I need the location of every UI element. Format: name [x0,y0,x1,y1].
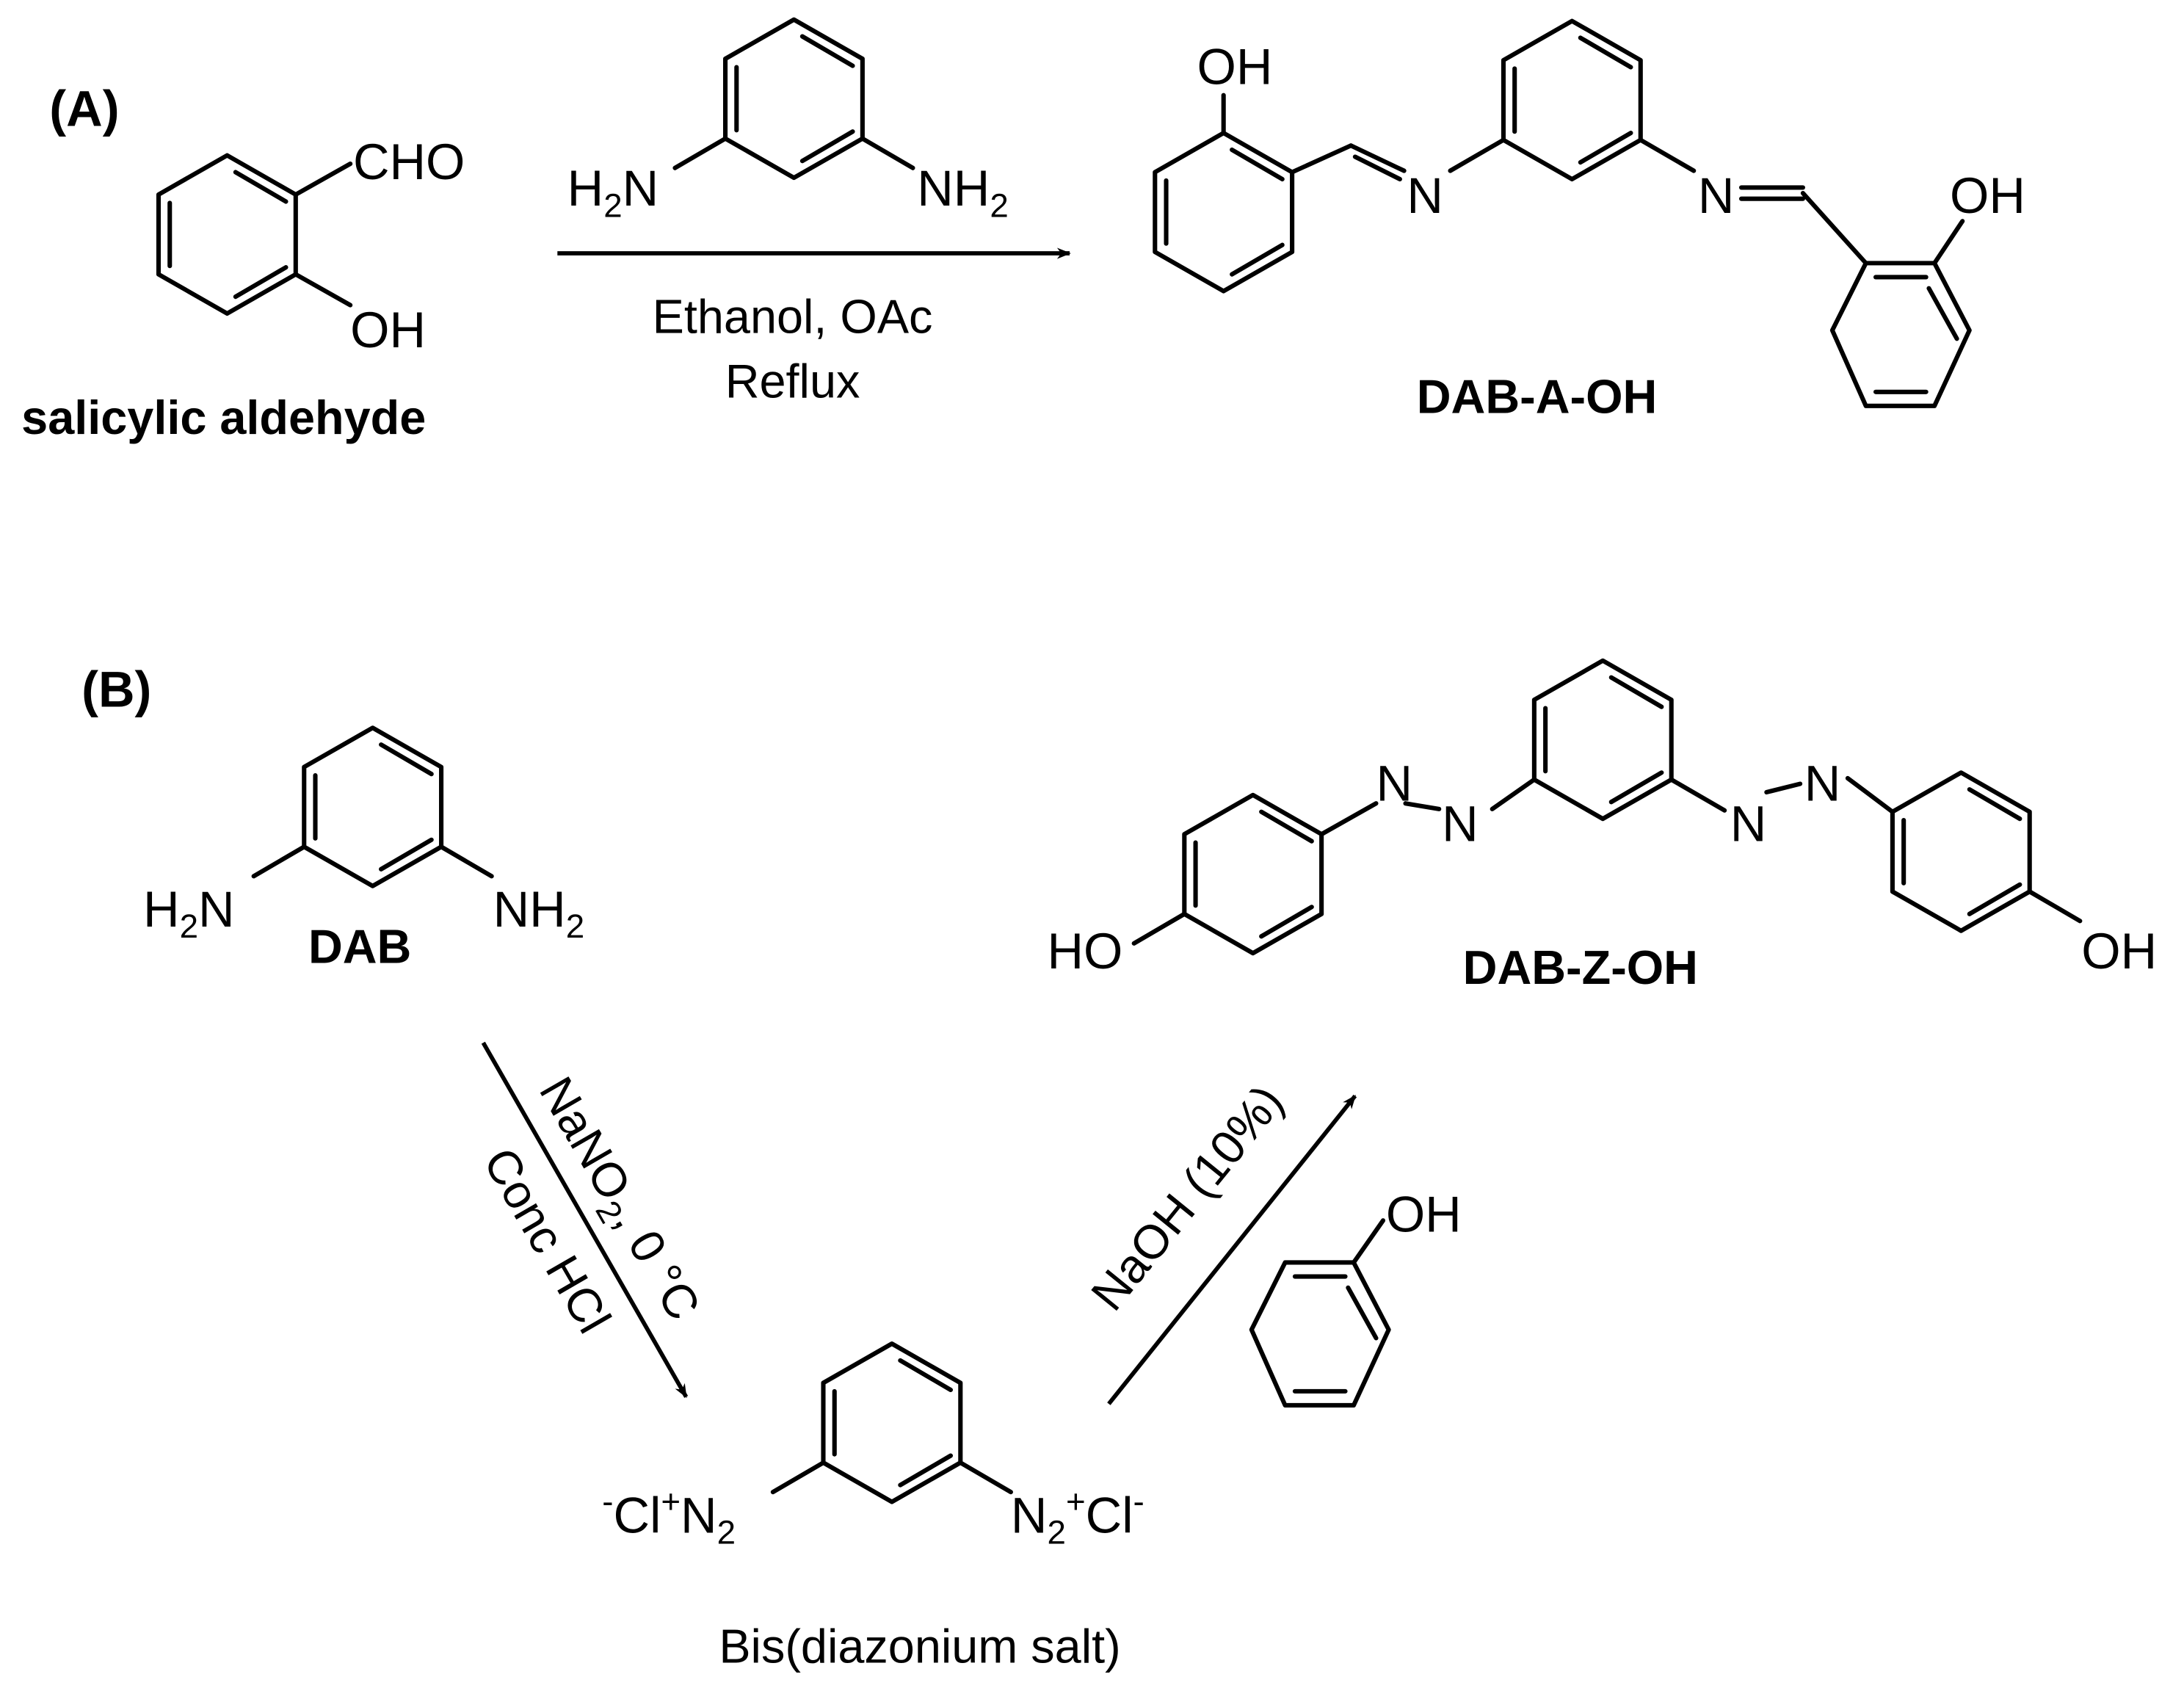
cho-group: CHO [353,134,465,190]
product-a-oh-left: OH [1197,38,1272,95]
dab-structure [251,725,494,888]
panel-a-label: (A) [49,81,119,137]
panel-b-label: (B) [81,662,151,718]
reagent-right-amine: NH2 [917,160,1009,224]
diazonium-right-group: N2+Cl- [1011,1483,1144,1551]
reagent-left-amine: H2N [567,160,659,224]
product-z-n1: N [1376,755,1412,811]
dab-label: DAB [308,920,411,974]
product-z-oh-right: OH [2081,923,2157,979]
dab-a-oh-structure [1153,18,1972,408]
phenol-oh-group: OH [1386,1187,1462,1243]
product-z-n2: N [1442,796,1479,852]
dab-z-oh-structure [1131,658,2083,956]
product-a-n-left: N [1407,167,1443,224]
product-z-n3: N [1730,796,1767,852]
product-a-n-right: N [1698,167,1735,224]
svg-text:NaOH (10%): NaOH (10%) [1081,1075,1294,1320]
conditions-line-2: Reflux [725,354,860,407]
product-z-ho-left: HO [1047,923,1122,979]
product-a-oh-right: OH [1950,167,2025,224]
dab-a-oh-label: DAB-A-OH [1417,369,1658,423]
salicylic-aldehyde-label: salicylic aldehyde [21,391,426,444]
oh-group: OH [350,302,426,358]
conditions-line-1: Ethanol, OAc [653,290,933,344]
diazonium-salt-label: Bis(diazonium salt) [719,1620,1120,1673]
dab-z-oh-label: DAB-Z-OH [1463,941,1698,994]
step2-conditions: NaOH (10%) [1081,1075,1294,1320]
product-z-n4: N [1804,755,1841,811]
dab-right-amine: NH2 [493,881,585,945]
salicylic-aldehyde-structure [156,153,353,316]
diazonium-salt-structure [770,1341,1013,1504]
reaction-arrow-step2 [1107,1094,1357,1405]
phenol-structure [1249,1218,1391,1408]
reaction-arrow-step1 [481,1041,689,1399]
dab-left-amine: H2N [143,881,235,945]
diazonium-left-group: -Cl+N2 [602,1483,736,1551]
diamine-reagent-structure [672,17,915,181]
